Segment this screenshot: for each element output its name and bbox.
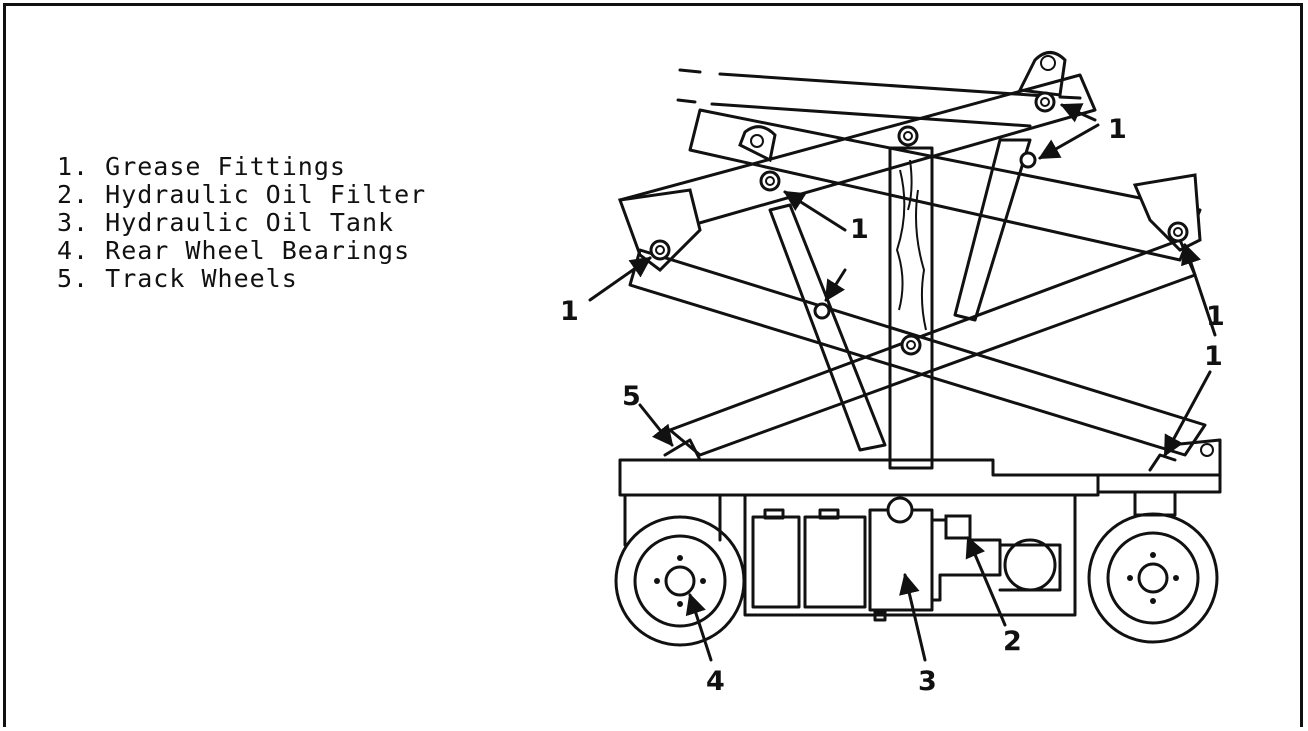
- center-post: [888, 146, 934, 470]
- figure-frame: [3, 3, 1303, 727]
- callout-grease-right: 1: [1206, 301, 1225, 332]
- hydraulic-cylinder: [768, 138, 1032, 452]
- parts-legend: 1. Grease Fittings 2. Hydraulic Oil Filt…: [57, 153, 426, 293]
- callout-grease-top: 1: [1108, 114, 1127, 145]
- grease-fitting-points: [649, 91, 1189, 356]
- callout-grease-left: 1: [560, 296, 579, 327]
- base-frame: [618, 438, 1222, 617]
- callout-hydraulic-oil-filter: 2: [1003, 626, 1022, 657]
- legend-item-rear-wheel-bearings: 4. Rear Wheel Bearings: [57, 236, 411, 265]
- callout-hydraulic-oil-tank: 3: [918, 666, 937, 697]
- legend-item-track-wheels: 5. Track Wheels: [57, 264, 298, 293]
- upper-scissor-arms: [617, 73, 1202, 272]
- left-wheel: [614, 515, 746, 647]
- hydraulic-components: [751, 496, 1062, 622]
- upper-rails: [676, 51, 1082, 128]
- callout-rear-wheel-bearings: 4: [706, 666, 725, 697]
- callout-grease-mid: 1: [850, 214, 869, 245]
- callout-arrows: [588, 103, 1217, 662]
- callout-track-wheels: 5: [622, 381, 641, 412]
- legend-item-grease-fittings: 1. Grease Fittings: [57, 152, 346, 181]
- callout-grease-lower-right: 1: [1204, 341, 1223, 372]
- legend-item-hydraulic-oil-tank: 3. Hydraulic Oil Tank: [57, 208, 395, 237]
- right-wheel: [1087, 512, 1219, 644]
- legend-item-hydraulic-oil-filter: 2. Hydraulic Oil Filter: [57, 180, 427, 209]
